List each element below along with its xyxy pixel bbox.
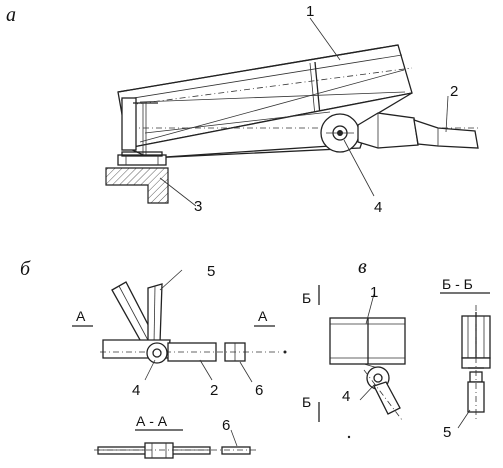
section-label-a-a-6: 6 (222, 417, 230, 434)
view-b: б А А 5 4 2 6 А - (20, 258, 287, 459)
label-a-1: 1 (306, 3, 314, 20)
beam-upper (117, 44, 413, 149)
section-mark-b-top: Б (302, 290, 311, 306)
body-b (100, 339, 287, 364)
view-v-letter: в (358, 256, 367, 278)
tapered-end-2 (357, 112, 479, 149)
label-a-3: 3 (194, 198, 202, 215)
label-v-4: 4 (342, 388, 350, 405)
label-v-1: 1 (370, 284, 378, 301)
label-b-5: 5 (207, 263, 215, 280)
section-mark-b-bottom: Б (302, 394, 311, 410)
view-b-letter: б (20, 258, 31, 280)
body-v (329, 317, 406, 439)
hinge-4 (320, 113, 360, 153)
section-label-b-b-5: 5 (443, 424, 451, 441)
section-a-a (94, 442, 256, 459)
label-b-6: 6 (255, 382, 263, 399)
label-a-2: 2 (450, 83, 458, 100)
section-mark-a-right: А (258, 308, 268, 324)
label-b-4: 4 (132, 382, 140, 399)
section-title-b-b: Б - Б (442, 276, 473, 292)
label-a-4: 4 (374, 199, 382, 216)
section-mark-a-left: А (76, 308, 86, 324)
support-3 (105, 151, 169, 204)
section-title-a-a: А - А (136, 413, 168, 429)
arms-5 (111, 281, 163, 348)
left-post (121, 97, 158, 155)
view-v: в Б Б 1 4 Б - Б (302, 256, 491, 441)
view-a: а (6, 3, 480, 216)
section-b-b (461, 305, 491, 420)
label-b-2: 2 (210, 382, 218, 399)
view-a-letter: а (6, 4, 16, 26)
